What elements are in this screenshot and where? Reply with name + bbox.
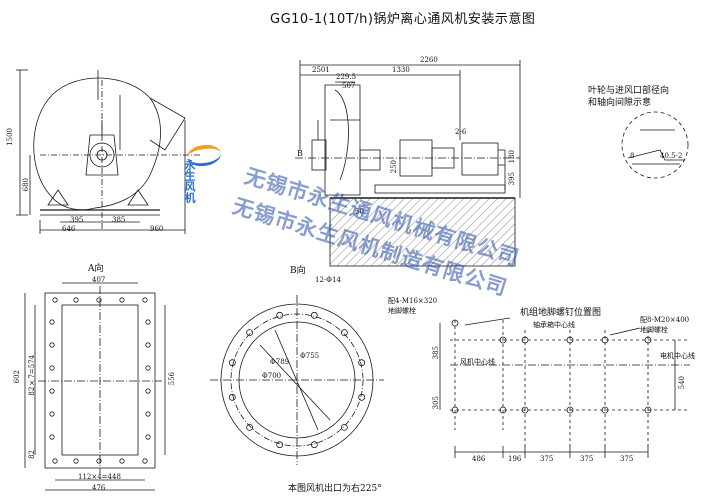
dim-196: 196 <box>508 455 522 463</box>
dim-8: 8 <box>630 152 635 160</box>
bearing-centerline: 轴承箱中心线 <box>533 321 575 329</box>
dim-385-found: 385 <box>432 346 440 360</box>
dim-540: 540 <box>678 376 686 390</box>
flange-bolt-hole <box>310 311 318 319</box>
dim-700: Φ700 <box>262 372 282 380</box>
impeller-note-line2: 和轴向间隙示意 <box>588 98 652 108</box>
flange-bolt-hole <box>358 393 366 401</box>
view-b-label: B向 <box>290 266 306 276</box>
dim-229-5: 229.5 <box>336 73 357 81</box>
dim-1330: 1330 <box>392 66 410 74</box>
bolt-left-spec: 配4-M16×320 <box>388 297 438 305</box>
dim-385: 385 <box>112 216 126 224</box>
flange-bolt-hole <box>340 423 348 431</box>
dim-gap: 40.5-2 <box>660 152 683 160</box>
side-view <box>295 60 521 267</box>
impeller-note-line1: 叶轮与进风口部径向 <box>588 86 670 96</box>
dim-602: 602 <box>13 370 21 384</box>
motor-centerline: 电机中心线 <box>660 352 695 360</box>
dim-507: 507 <box>342 82 356 90</box>
view-b <box>210 295 384 465</box>
flange-bolt-hole <box>276 311 284 319</box>
bolt-right-type: 地脚螺栓 <box>640 326 668 334</box>
dim-82x7: 82×7=574 <box>28 355 36 396</box>
dim-395: 395 <box>70 216 84 224</box>
dim-789: Φ789 <box>270 358 290 366</box>
dim-680: 680 <box>22 178 30 192</box>
foundation-layout <box>439 317 690 458</box>
flange-bolt-hole <box>246 423 254 431</box>
dim-395-side: 395 <box>508 172 516 186</box>
dim-960: 960 <box>150 225 164 233</box>
flange-bolt-hole <box>340 329 348 337</box>
dim-375-a: 375 <box>540 455 554 463</box>
dim-holes: 12-Φ14 <box>315 276 341 284</box>
dim-50: 50 <box>355 208 364 216</box>
view-a <box>24 282 166 491</box>
dim-755: Φ755 <box>300 352 320 360</box>
dim-180: 180 <box>508 150 516 164</box>
dim-112x4: 112×4=448 <box>78 473 121 481</box>
dim-407: 407 <box>92 276 106 284</box>
bolt-left-type: 地脚螺栓 <box>388 307 416 315</box>
footer-note: 本图风机出口为右225° <box>288 484 382 494</box>
drawing-title: GG10-1(10T/h)锅炉离心通风机安装示意图 <box>270 12 536 27</box>
section-label-b: B <box>297 149 303 158</box>
flange-bolt-hole <box>228 393 236 401</box>
flange-bolt-hole <box>276 441 284 449</box>
front-view <box>16 69 200 234</box>
dim-375-b: 375 <box>580 455 594 463</box>
flange-bolt-hole <box>358 359 366 367</box>
brand-logo: 永生风机 <box>175 135 235 205</box>
bolt-right-spec: 配8-M20×400 <box>640 316 690 324</box>
dim-1500: 1500 <box>6 128 14 146</box>
dim-305: 305 <box>432 396 440 410</box>
view-a-label: A向 <box>88 264 104 274</box>
dim-375-c: 375 <box>620 455 634 463</box>
logo-text: 永生风机 <box>183 159 196 203</box>
dim-2260: 2260 <box>420 56 438 64</box>
flange-bolt-hole <box>228 359 236 367</box>
impeller-detail <box>621 111 689 179</box>
dim-556: 556 <box>168 372 176 386</box>
dim-486: 486 <box>472 455 486 463</box>
dim-2-6: 2-6 <box>455 128 467 136</box>
foundation-title: 机组地脚螺钉位置图 <box>520 308 602 318</box>
dim-476: 476 <box>92 484 106 492</box>
fan-centerline: 风机中心线 <box>460 358 495 366</box>
dim-82: 82 <box>28 450 36 459</box>
dim-250: 250 <box>390 160 398 174</box>
dim-2501: 2501 <box>312 66 330 74</box>
flange-bolt-hole <box>310 441 318 449</box>
dim-646: 646 <box>62 225 76 233</box>
flange-bolt-hole <box>246 329 254 337</box>
